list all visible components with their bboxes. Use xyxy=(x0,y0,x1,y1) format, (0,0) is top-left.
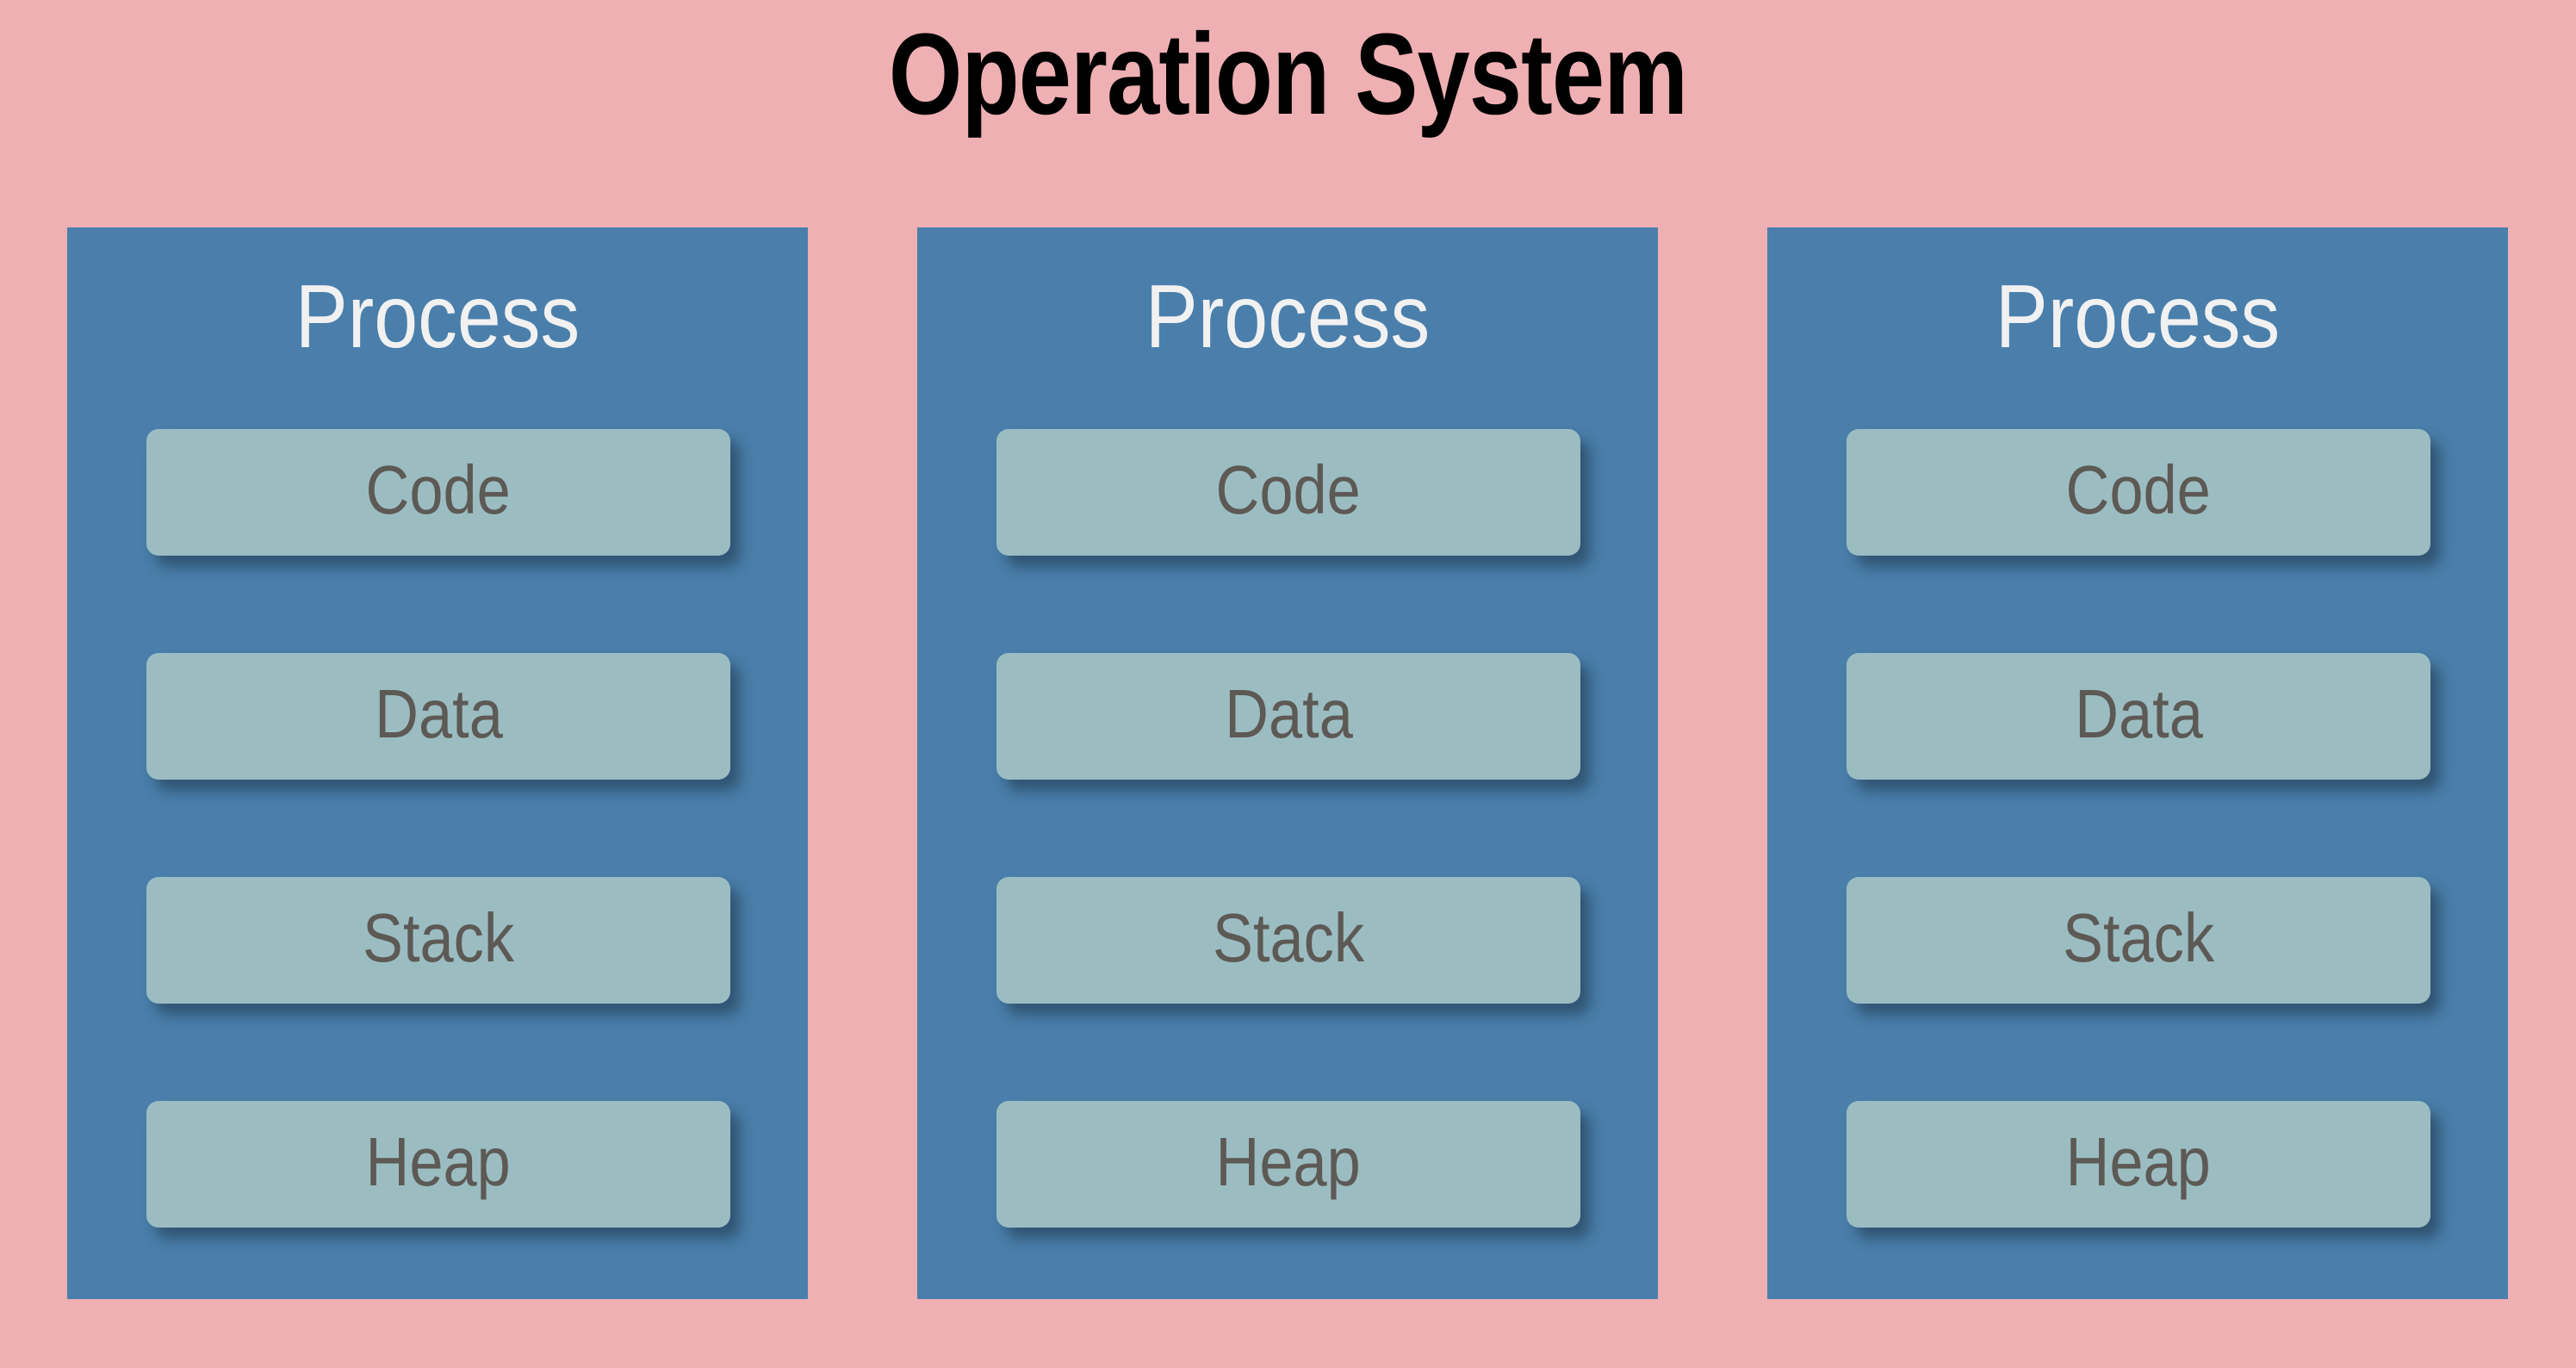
segment-card-code: Code xyxy=(996,429,1580,556)
segment-card-stack: Stack xyxy=(1847,877,2430,1004)
segment-card-code: Code xyxy=(1847,429,2430,556)
process-panel-3: Process Code Data Stack Heap xyxy=(1767,227,2508,1299)
segment-card-stack: Stack xyxy=(996,877,1580,1004)
segment-card-heap: Heap xyxy=(146,1101,730,1228)
segment-card-data: Data xyxy=(996,653,1580,780)
segment-label: Heap xyxy=(2065,1122,2212,1200)
segment-label: Code xyxy=(365,451,512,528)
segment-card-heap: Heap xyxy=(996,1101,1580,1228)
process-panel-1: Process Code Data Stack Heap xyxy=(67,227,808,1299)
process-panel-title: Process xyxy=(1995,267,2281,367)
memory-segment-list: Code Data Stack Heap xyxy=(1847,429,2430,1228)
memory-segment-list: Code Data Stack Heap xyxy=(996,429,1580,1228)
segment-label: Stack xyxy=(2062,899,2215,976)
segment-label: Code xyxy=(2065,451,2212,528)
segment-label: Stack xyxy=(362,899,515,976)
segment-card-stack: Stack xyxy=(146,877,730,1004)
segment-label: Heap xyxy=(1215,1122,1362,1200)
segment-card-heap: Heap xyxy=(1847,1101,2430,1228)
segment-label: Code xyxy=(1215,451,1362,528)
segment-label: Stack xyxy=(1212,899,1365,976)
memory-segment-list: Code Data Stack Heap xyxy=(146,429,730,1228)
segment-label: Data xyxy=(2074,675,2203,752)
segment-label: Data xyxy=(374,675,503,752)
segment-card-data: Data xyxy=(1847,653,2430,780)
segment-label: Data xyxy=(1224,675,1353,752)
segment-label: Heap xyxy=(365,1122,512,1200)
process-panel-title: Process xyxy=(295,267,580,367)
process-row: Process Code Data Stack Heap Process xyxy=(67,227,2508,1299)
process-panel-2: Process Code Data Stack Heap xyxy=(917,227,1658,1299)
page-title: Operation System xyxy=(888,10,1688,139)
segment-card-code: Code xyxy=(146,429,730,556)
process-panel-title: Process xyxy=(1145,267,1431,367)
segment-card-data: Data xyxy=(146,653,730,780)
